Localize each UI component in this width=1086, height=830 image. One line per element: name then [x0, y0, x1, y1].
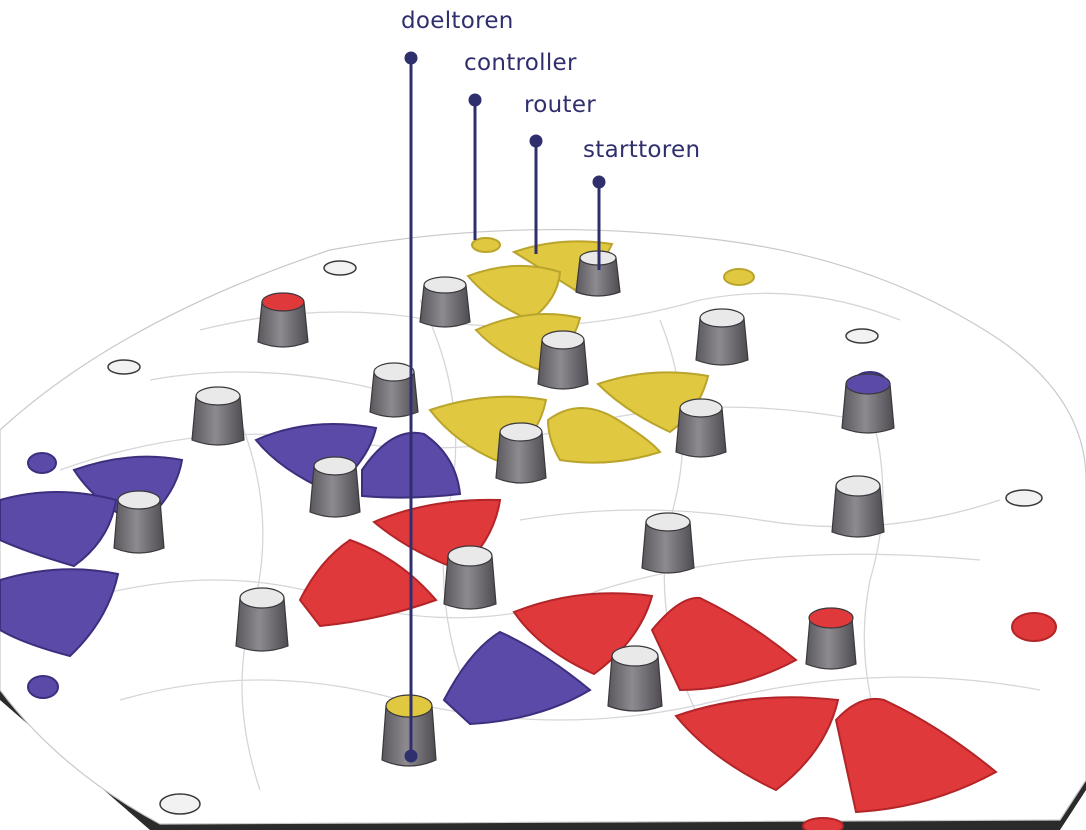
- callouts: [404, 51, 606, 763]
- board-hole: [845, 328, 879, 344]
- tower-red-top: [257, 292, 309, 348]
- yellow-token: [471, 237, 501, 253]
- tower: [369, 362, 419, 418]
- board: [0, 229, 1086, 830]
- board-hole: [107, 359, 141, 375]
- tower-red-top: [805, 607, 857, 670]
- tower: [607, 645, 663, 712]
- doeltoren-callout-end: [404, 749, 418, 763]
- red-tile: [674, 696, 840, 792]
- label-controller: controller: [464, 50, 577, 76]
- tower: [419, 276, 471, 328]
- starttoren-callout-dot: [592, 175, 606, 189]
- board-hole: [323, 260, 357, 276]
- tiles-red: [298, 498, 1057, 830]
- board-holes: [107, 260, 1043, 815]
- tower: [309, 456, 361, 518]
- tower: [495, 422, 547, 484]
- yellow-token: [723, 268, 755, 286]
- red-tile: [650, 596, 798, 692]
- tower-doeltoren: [381, 694, 437, 767]
- router-callout-dot: [529, 134, 543, 148]
- tower: [695, 308, 749, 366]
- red-tile: [834, 698, 998, 814]
- label-starttoren: starttoren: [583, 137, 701, 163]
- purple-token: [27, 675, 59, 699]
- red-tile: [512, 592, 654, 676]
- towers: [113, 250, 895, 767]
- tower: [537, 330, 589, 390]
- tower: [675, 398, 727, 458]
- tower: [641, 512, 695, 574]
- red-token: [802, 817, 844, 830]
- purple-token: [27, 452, 57, 474]
- purple-tile: [442, 630, 592, 726]
- board-surface: [0, 229, 1086, 825]
- purple-tile: [0, 491, 118, 568]
- tiles-purple: [0, 371, 887, 726]
- tower: [113, 490, 165, 554]
- red-token: [1011, 612, 1057, 642]
- controller-callout-dot: [468, 93, 482, 107]
- board-hole: [159, 793, 201, 815]
- label-router: router: [524, 92, 597, 118]
- label-doeltoren: doeltoren: [401, 8, 514, 34]
- board-hole: [1005, 489, 1043, 507]
- tower: [831, 475, 885, 538]
- yellow-tile: [546, 407, 662, 464]
- tower: [443, 545, 497, 610]
- purple-tile: [0, 568, 120, 658]
- yellow-tile: [466, 264, 562, 322]
- tower-purple-top: [841, 373, 895, 434]
- red-tile: [298, 538, 438, 628]
- tower: [191, 386, 245, 446]
- doeltoren-callout-dot: [404, 51, 418, 65]
- tower: [235, 587, 289, 652]
